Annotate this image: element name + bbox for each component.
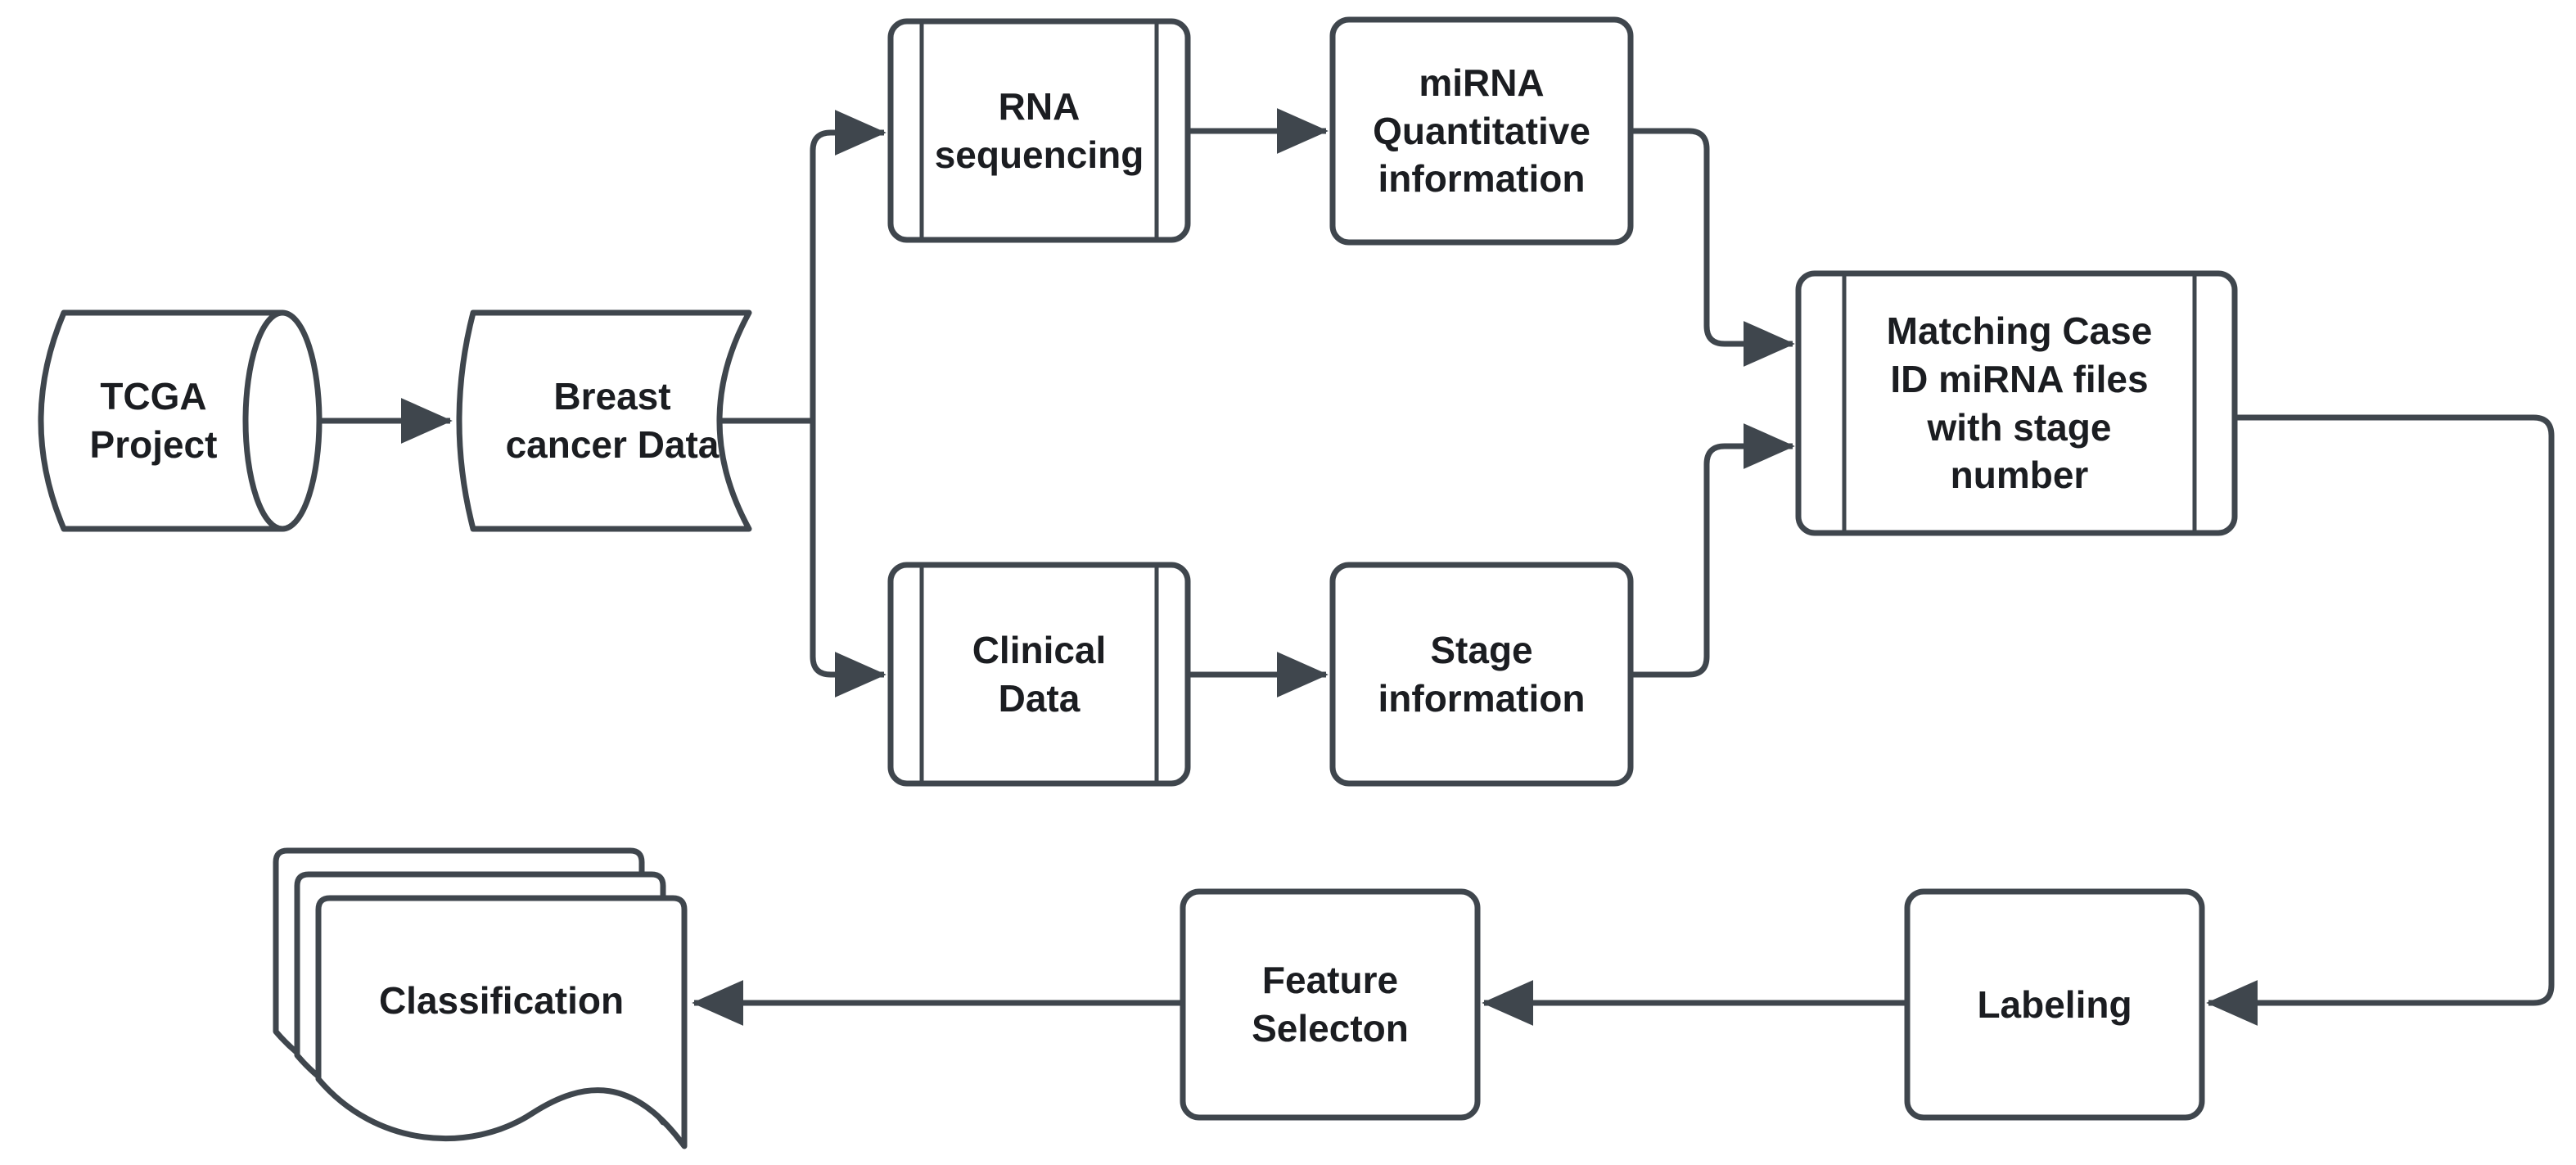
cylinder-cap-shape: [242, 309, 323, 532]
process-shape: [1904, 888, 2205, 1121]
edge-stage-to-matching: [1631, 423, 1795, 678]
edge-mirna-to-matching: [1631, 128, 1795, 367]
predefined-process-shape: [1795, 270, 2238, 536]
edge-matching-to-labeling: [2206, 414, 2555, 1026]
edge-breast-to-rna: [810, 110, 886, 421]
node-stage-information: [1329, 562, 1634, 787]
node-clinical-data: [887, 562, 1191, 787]
stored-data-shape: [456, 309, 752, 532]
node-rna-sequencing: [887, 18, 1191, 243]
node-feature-selection: [1180, 888, 1481, 1121]
node-matching-case-id: [1795, 270, 2238, 536]
node-mirna-quantitative-information: [1329, 16, 1634, 246]
predefined-process-shape: [887, 562, 1191, 787]
node-classification: [273, 847, 688, 1149]
edges-group: [321, 108, 2555, 1026]
predefined-process-shape: [887, 18, 1191, 243]
multi-document-front-page-shape: [315, 895, 688, 1149]
cylinder-body-shape: [38, 309, 286, 532]
process-shape: [1329, 16, 1634, 246]
node-breast-cancer-data: [456, 309, 752, 532]
node-labeling: [1904, 888, 2205, 1121]
node-tcga-project: [38, 309, 323, 532]
process-shape: [1329, 562, 1634, 787]
process-shape: [1180, 888, 1481, 1121]
edge-breast-to-clinical: [810, 421, 886, 698]
